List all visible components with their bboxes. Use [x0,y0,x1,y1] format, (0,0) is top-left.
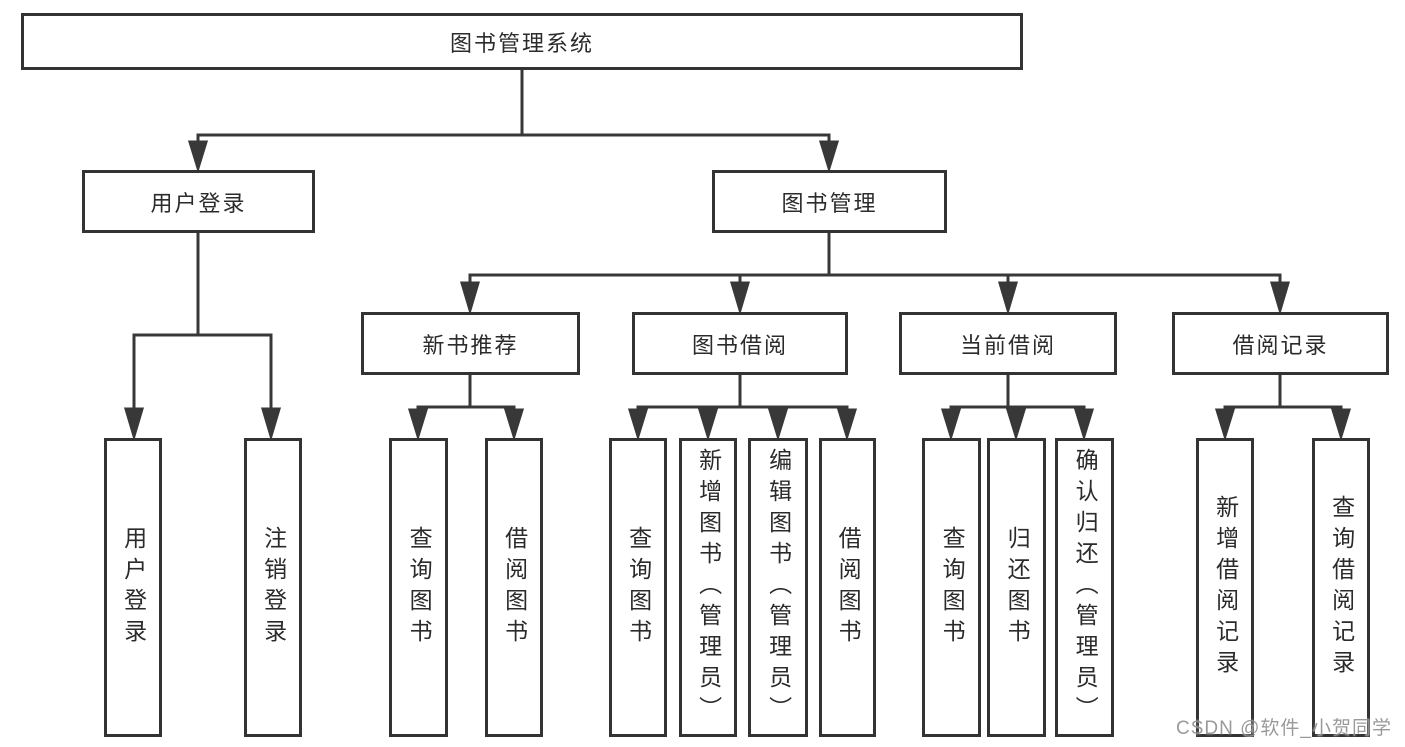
leaf-confirm-return-admin-label: 确认归还（管理员） [1072,448,1099,727]
leaf-edit-book-admin-label: 编辑图书（管理员） [765,448,792,727]
leaf-recommend-query-book-label: 查询图书 [406,525,433,650]
connector-current-borrow-to-leaves [940,375,1095,442]
node-book-management: 图书管理 [712,170,947,233]
leaf-confirm-return-admin: 确认归还（管理员） [1055,438,1114,737]
node-current-borrow: 当前借阅 [899,312,1117,375]
leaf-add-book-admin: 新增图书（管理员） [679,438,737,737]
leaf-add-book-admin-label: 新增图书（管理员） [695,448,722,727]
leaf-current-query-book: 查询图书 [922,438,981,737]
leaf-return-book: 归还图书 [987,438,1046,737]
connector-book-borrow-to-leaves [627,375,858,442]
leaf-recommend-query-book: 查询图书 [389,438,448,737]
connector-user-login-to-leaves [123,233,282,442]
node-borrow-record: 借阅记录 [1172,312,1389,375]
leaf-add-borrow-record-label: 新增借阅记录 [1212,494,1239,681]
node-new-book-recommend: 新书推荐 [361,312,580,375]
leaf-query-borrow-record-label: 查询借阅记录 [1328,494,1355,681]
leaf-edit-book-admin: 编辑图书（管理员） [748,438,808,737]
connector-borrow-record-to-leaves [1214,375,1352,442]
connector-root-to-level2 [187,70,840,174]
leaf-query-borrow-record: 查询借阅记录 [1312,438,1370,737]
leaf-borrow-query-book-label: 查询图书 [625,525,652,650]
leaf-recommend-borrow-book: 借阅图书 [485,438,543,737]
leaf-user-login-label: 用户登录 [120,525,147,650]
leaf-return-book-label: 归还图书 [1004,525,1031,650]
node-book-borrow: 图书借阅 [632,312,848,375]
node-library-management-system: 图书管理系统 [21,13,1023,70]
leaf-logout-label: 注销登录 [260,525,287,650]
leaf-logout: 注销登录 [244,438,302,737]
leaf-add-borrow-record: 新增借阅记录 [1196,438,1254,737]
connector-new-book-to-leaves [407,375,525,442]
leaf-borrow-book-label: 借阅图书 [835,525,862,650]
leaf-recommend-borrow-book-label: 借阅图书 [501,525,528,650]
node-user-login: 用户登录 [82,170,315,233]
connector-book-management-to-level3 [459,233,1291,316]
leaf-borrow-book: 借阅图书 [819,438,876,737]
leaf-borrow-query-book: 查询图书 [609,438,667,737]
leaf-current-query-book-label: 查询图书 [939,525,966,650]
leaf-user-login: 用户登录 [104,438,162,737]
